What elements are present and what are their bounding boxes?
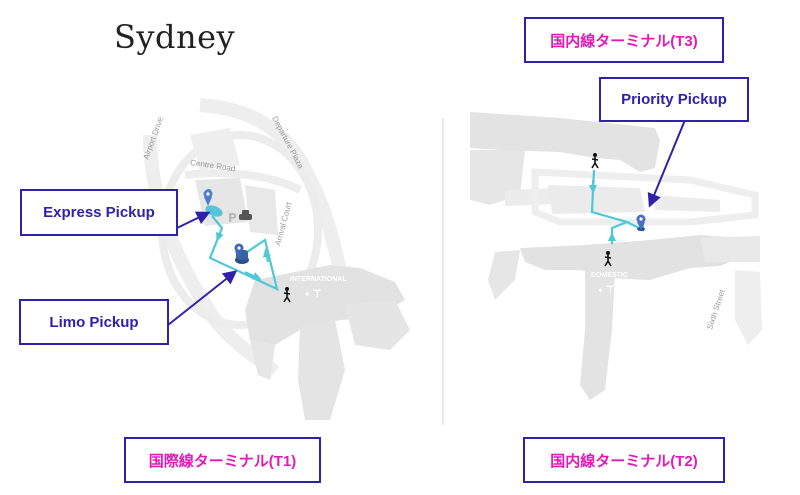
t1-route (208, 215, 279, 291)
svg-text:⊤: ⊤ (313, 289, 322, 300)
car-icon (239, 210, 252, 220)
terminal-t3-label: 国内線ターミナル(T3) (524, 17, 724, 63)
international-label: INTERNATIONAL (290, 276, 347, 283)
location-pin-icon (234, 243, 249, 264)
terminal-t1-label: 国際線ターミナル(T1) (124, 437, 321, 483)
t1-map: Airport Drive Departure Plaza Centre Roa… (141, 98, 410, 420)
walking-person-icon (283, 287, 291, 303)
baggage-icon: ⊤ ✦ (597, 285, 615, 296)
t2-t3-map: Sixth Street DOMESTIC ⊤ ✦ (470, 112, 762, 400)
walking-person-icon (591, 153, 599, 169)
svg-text:✦: ✦ (597, 286, 604, 295)
limo-arrow (167, 270, 238, 326)
express-pickup-callout: Express Pickup (20, 189, 178, 236)
location-pin-icon (636, 214, 646, 231)
express-arrow (176, 211, 211, 229)
baggage-icon: ⊤ ✦ (304, 289, 322, 300)
parking-icon: P (228, 211, 237, 225)
walking-person-icon (604, 251, 612, 267)
city-title: Sydney (114, 18, 236, 56)
domestic-label: DOMESTIC (591, 272, 628, 279)
priority-pickup-callout: Priority Pickup (599, 77, 749, 122)
svg-text:⊤: ⊤ (606, 285, 615, 296)
sixth-street-label: Sixth Street (705, 288, 727, 331)
limo-pickup-callout: Limo Pickup (19, 299, 169, 345)
priority-arrow (647, 119, 686, 208)
terminal-t2-label: 国内線ターミナル(T2) (523, 437, 725, 483)
svg-text:✦: ✦ (304, 290, 311, 299)
